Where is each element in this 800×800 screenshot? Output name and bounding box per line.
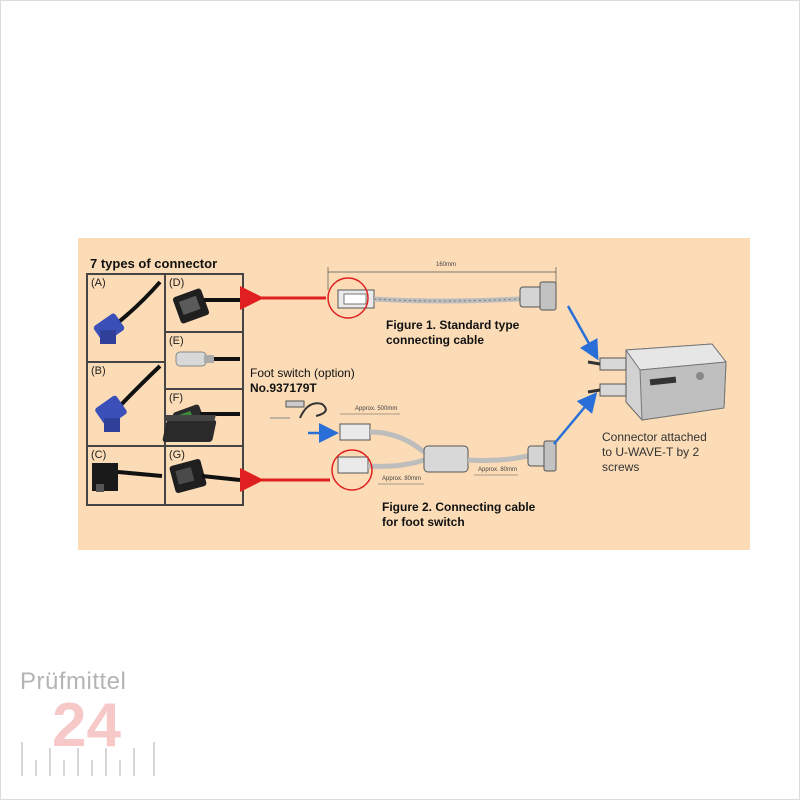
connector-label-f: (F) — [169, 392, 184, 404]
figure2-cable — [337, 413, 557, 485]
figure1-caption: Figure 1. Standard type connecting cable — [386, 318, 519, 348]
connector-a-illustration — [93, 280, 162, 344]
figure1-caption-line1: Figure 1. Standard type — [386, 318, 520, 332]
connector-e-illustration — [175, 351, 240, 367]
figure1-highlight-circle — [327, 277, 369, 319]
connector-label-b: (B) — [91, 365, 106, 377]
figure2-left-length-label: Approx. 80mm — [382, 476, 422, 482]
u-wave-t-transmitter-illustration — [587, 343, 727, 421]
figure2-caption: Figure 2. Connecting cable for foot swit… — [382, 500, 535, 530]
foot-switch-illustration — [162, 400, 327, 442]
figure2-right-length-label: Approx. 80mm — [478, 467, 518, 473]
connector-label-g: (G) — [169, 449, 185, 461]
foot-switch-caption: Foot switch (option) No.937179T — [250, 366, 355, 396]
connector-c-illustration — [92, 463, 163, 492]
watermark-brand-name: Prüfmittel — [20, 668, 127, 695]
connector-note: Connector attached to U-WAVE-T by 2 scre… — [602, 430, 707, 475]
connector-label-d: (D) — [169, 277, 185, 289]
connector-b-illustration — [95, 364, 162, 432]
foot-switch-label: Foot switch (option) — [250, 366, 355, 380]
figure1-blue-arrow — [566, 305, 599, 361]
figure2-caption-line1: Figure 2. Connecting cable — [382, 500, 536, 514]
figure2-highlight-circle — [331, 449, 373, 491]
connector-label-a: (A) — [91, 277, 106, 289]
watermark-brand-number: 24 — [52, 691, 121, 760]
connector-label-e: (E) — [169, 335, 184, 347]
connector-d-illustration — [172, 288, 240, 324]
watermark-ruler-icon — [21, 742, 155, 776]
figure1-caption-line2: connecting cable — [386, 333, 485, 347]
figure2-caption-line2: for foot switch — [382, 515, 465, 529]
connector-note-line2: to U-WAVE-T by 2 — [602, 445, 700, 459]
foot-switch-number: No.937179T — [250, 381, 317, 395]
connector-types-title: 7 types of connector — [90, 256, 218, 271]
connector-note-line1: Connector attached — [602, 430, 707, 444]
figure2-upper-length-label: Approx. 500mm — [355, 406, 398, 412]
figure1-length-label: 160mm — [436, 262, 457, 268]
figure2-blue-arrow — [553, 392, 598, 445]
figure1-cable — [327, 267, 557, 311]
connector-note-line3: screws — [602, 460, 640, 474]
connector-label-c: (C) — [91, 449, 107, 461]
connector-g-illustration — [169, 459, 241, 493]
